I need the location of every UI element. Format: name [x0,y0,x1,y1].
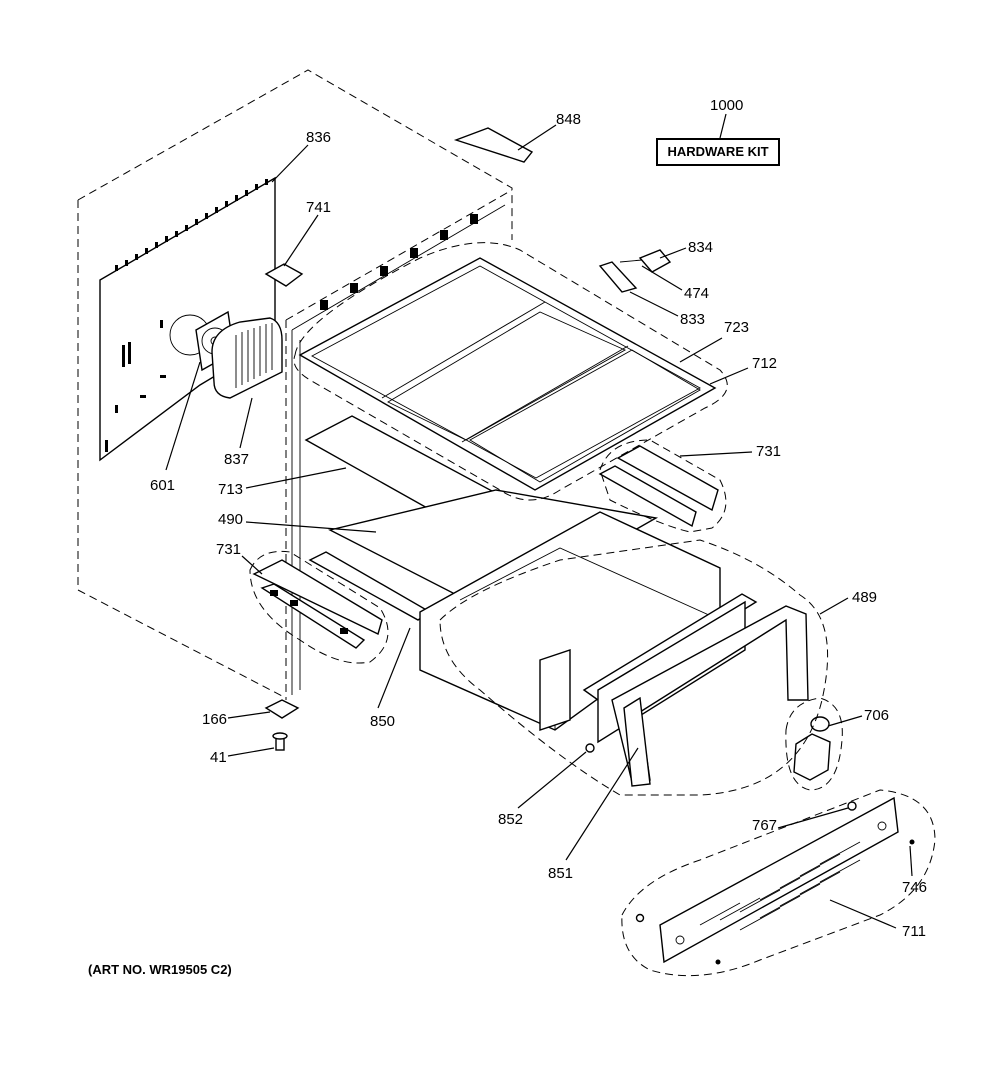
hardware-kit-box: HARDWARE KIT [656,138,780,166]
callout-723: 723 [724,319,749,336]
drawer-front [582,593,809,787]
callout-601: 601 [150,477,175,494]
grille-711 [659,796,899,964]
callout-166: 166 [202,711,227,728]
callout-474: 474 [684,285,709,302]
callout-labels: 836 848 741 1000 834 474 833 723 712 601… [150,97,927,940]
cabinet-interior [291,204,506,695]
callout-41: 41 [210,749,227,766]
callout-731-right: 731 [756,443,781,460]
plate-741 [264,263,304,287]
callout-1000: 1000 [710,97,743,114]
rail-731-left [252,559,383,649]
art-number-caption: (ART NO. WR19505 C2) [88,962,232,977]
callout-712: 712 [752,355,777,372]
callout-711: 711 [902,923,926,940]
cabinet-outline [77,69,513,700]
callout-741: 741 [306,199,331,216]
cover-833 [598,261,638,293]
fan-assembly [195,310,283,399]
callout-852: 852 [498,811,523,828]
callout-713: 713 [218,481,243,498]
rail-731-right [598,445,719,528]
screw-746 [909,839,915,845]
callout-833: 833 [680,311,705,328]
screw-767 [847,801,857,811]
callout-850: 850 [370,713,395,730]
hinge-848 [453,127,534,163]
bracket-166 [264,699,300,719]
leader-lines [165,113,913,929]
shelf-frame [298,257,717,491]
switch-834 [638,249,672,273]
callout-489: 489 [852,589,877,606]
callout-706: 706 [864,707,889,724]
callout-490: 490 [218,511,243,528]
back-panel [99,176,276,462]
callout-848: 848 [556,111,581,128]
callout-837: 837 [224,451,249,468]
pin-852 [585,743,595,753]
hinge-706 [793,716,831,781]
screw-grille-left [635,913,645,923]
callout-746: 746 [902,879,927,896]
callout-767: 767 [752,817,777,834]
glass-490 [328,489,659,613]
group-outlines [249,242,936,977]
callout-851: 851 [548,865,573,882]
wire-474 [619,259,643,263]
screw-grille-bottom [715,959,721,965]
leveler-41 [272,732,288,751]
callout-834: 834 [688,239,713,256]
callout-731-left: 731 [216,541,241,558]
callout-836: 836 [306,129,331,146]
